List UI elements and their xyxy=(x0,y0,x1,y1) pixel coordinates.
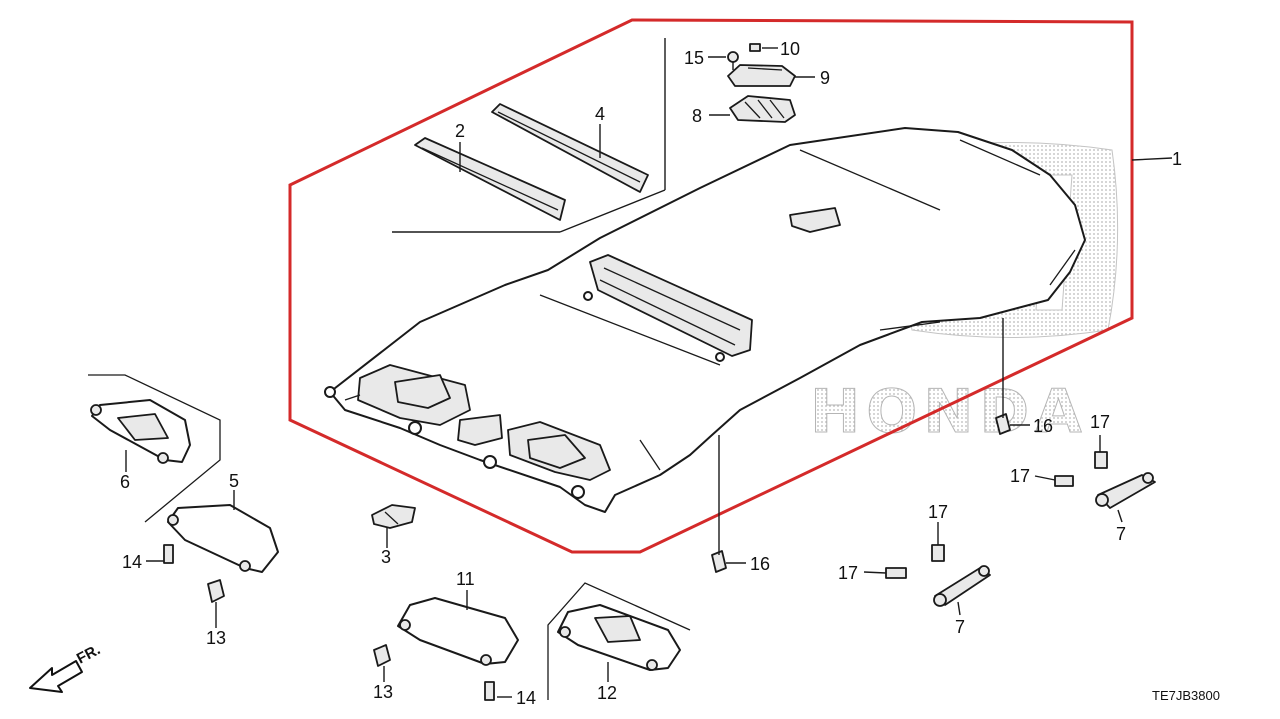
clip-part-3 xyxy=(371,504,416,529)
callout-7-upper: 7 xyxy=(1116,524,1126,544)
bolt-part-17-d xyxy=(885,567,907,579)
bolt-part-17-a xyxy=(1094,451,1108,469)
front-direction-arrow-icon xyxy=(29,660,83,693)
callout-14-lower: 14 xyxy=(516,688,536,708)
callout-13-upper: 13 xyxy=(206,628,226,648)
callout-3: 3 xyxy=(381,547,391,567)
callout-11: 11 xyxy=(456,569,475,589)
callout-6: 6 xyxy=(120,472,130,492)
map-light-cover-part-9 xyxy=(727,64,796,87)
holder-part-13-lower xyxy=(373,644,391,667)
bolt-part-17-b xyxy=(1054,475,1074,487)
leader-lines xyxy=(125,47,1173,698)
honda-wordmark-watermark: HONDA xyxy=(810,377,1088,447)
callout-5: 5 xyxy=(229,471,239,491)
diagram-code: TE7JB3800 xyxy=(1152,688,1220,703)
callout-2: 2 xyxy=(455,121,465,141)
callout-17-a: 17 xyxy=(1090,412,1110,432)
bolt-part-17-c xyxy=(931,544,945,562)
callout-8: 8 xyxy=(692,106,702,126)
roof-lining-highlight-outline xyxy=(288,18,1134,554)
screw-part-15 xyxy=(727,51,739,70)
clip-part-10 xyxy=(749,43,761,52)
callout-13-lower: 13 xyxy=(373,682,393,702)
callout-15: 15 xyxy=(684,48,704,68)
callout-16-upper: 16 xyxy=(1033,416,1053,436)
callout-14-upper: 14 xyxy=(122,552,142,572)
grab-handle-part-7-upper xyxy=(1095,472,1156,509)
sun-visor-part-12 xyxy=(547,582,691,700)
roof-trim-part-2 xyxy=(414,137,566,221)
roof-trim-part-4 xyxy=(491,103,649,193)
callout-7-lower: 7 xyxy=(955,617,965,637)
screw-part-14-upper xyxy=(163,544,174,564)
sun-visor-part-6 xyxy=(88,374,221,523)
callout-9: 9 xyxy=(820,68,830,88)
sun-visor-part-11 xyxy=(397,597,519,666)
callout-1: 1 xyxy=(1172,149,1182,169)
holder-part-13-upper xyxy=(207,579,225,603)
map-light-base-part-8 xyxy=(729,95,796,123)
callout-10: 10 xyxy=(780,39,800,59)
callout-17-c: 17 xyxy=(928,502,948,522)
sun-visor-part-5 xyxy=(167,504,279,573)
callout-16-lower: 16 xyxy=(750,554,770,574)
roof-lining-part xyxy=(324,127,1086,513)
callout-12: 12 xyxy=(597,683,617,703)
roof-trim-bracket xyxy=(392,38,666,233)
callout-4: 4 xyxy=(595,104,605,124)
callout-17-b: 17 xyxy=(1010,466,1030,486)
callout-17-d: 17 xyxy=(838,563,858,583)
grab-handle-part-7-lower xyxy=(933,565,991,607)
screw-part-14-lower xyxy=(484,681,495,701)
